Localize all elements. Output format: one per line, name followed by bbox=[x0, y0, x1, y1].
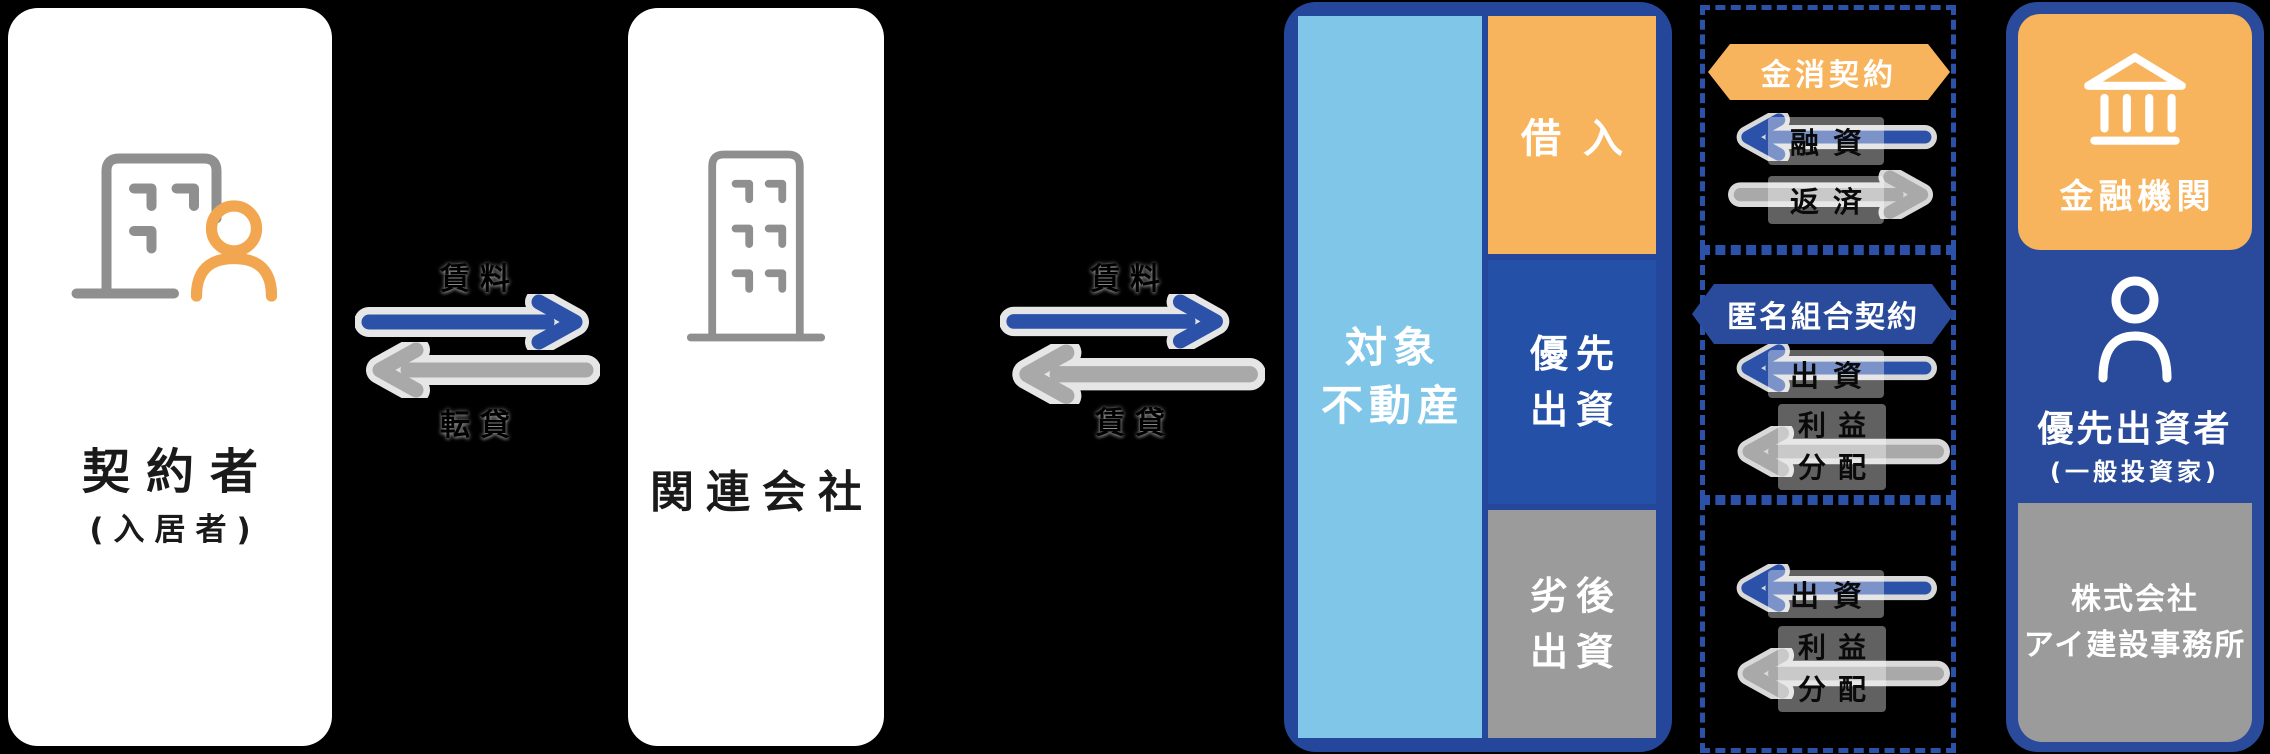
senior-equity-line2: 出資 bbox=[1529, 388, 1622, 432]
sublease-label: 転貸 bbox=[440, 408, 520, 443]
investor-person-icon bbox=[2098, 276, 2172, 383]
loan-contract-badge-label: 金消契約 bbox=[1761, 58, 1897, 93]
lease-label: 賃貸 bbox=[1095, 406, 1175, 441]
tk-contract-badge: 匿名組合契約 bbox=[1692, 284, 1954, 344]
tk-contract-badge-label: 匿名組合契約 bbox=[1727, 300, 1919, 335]
sublease-arrow-left-1 bbox=[366, 342, 600, 398]
target-property-line2: 不動産 bbox=[1320, 381, 1465, 430]
invest-arrow-left-1 bbox=[1736, 344, 1937, 393]
investor-note: (一般投資家) bbox=[2050, 458, 2220, 486]
building-icon bbox=[686, 150, 826, 342]
profit-arrow-left-1 bbox=[1737, 426, 1950, 478]
rent-arrow-right-1 bbox=[355, 294, 589, 350]
senior-equity-line1: 優先 bbox=[1529, 332, 1622, 376]
junior-equity-line2: 出資 bbox=[1529, 630, 1622, 674]
bank-section: 金融機関 bbox=[2018, 14, 2252, 250]
rent-arrow-right-2 bbox=[1000, 294, 1230, 349]
target-property-cell: 対象 不動産 bbox=[1298, 16, 1482, 738]
investors-card: 金融機関 優先出資者 (一般投資家) 株式会社 アイ建設事務所 bbox=[2006, 2, 2264, 752]
company-line1: 株式会社 bbox=[2071, 581, 2199, 617]
target-property-line1: 対象 bbox=[1344, 323, 1441, 372]
door-person-icon bbox=[71, 153, 278, 302]
junior-contract-dashed-box bbox=[1700, 500, 1956, 753]
loan-contract-dashed-box bbox=[1700, 5, 1956, 250]
rent-label-2: 賃料 bbox=[1090, 262, 1170, 297]
related-company-card: 関連会社 bbox=[628, 8, 884, 746]
profit-label-2-line1: 利益 bbox=[1798, 631, 1879, 664]
junior-equity-cell: 劣後 出資 bbox=[1488, 510, 1656, 738]
junior-equity-line1: 劣後 bbox=[1529, 574, 1622, 618]
borrow-cell: 借入 bbox=[1488, 16, 1656, 254]
contractor-subtitle: (入居者) bbox=[89, 512, 261, 548]
profit-arrow-left-2 bbox=[1737, 648, 1950, 700]
investor-label: 優先出資者 bbox=[2037, 409, 2233, 450]
bank-icon bbox=[2084, 52, 2186, 145]
loan-contract-badge: 金消契約 bbox=[1708, 44, 1950, 100]
contractor-card: 契約者 (入居者) bbox=[8, 8, 332, 746]
profit-label-1-line2: 分配 bbox=[1798, 451, 1879, 484]
profit-label-1-line1: 利益 bbox=[1798, 409, 1879, 442]
borrow-label: 借入 bbox=[1521, 116, 1645, 162]
contractor-title: 契約者 bbox=[81, 444, 274, 500]
property-box: 対象 不動産 借入 優先 出資 劣後 出資 bbox=[1284, 2, 1672, 752]
loan-label: 融資 bbox=[1768, 117, 1885, 165]
invest-label-2: 出資 bbox=[1768, 570, 1885, 618]
repay-label: 返済 bbox=[1768, 176, 1885, 224]
senior-equity-cell: 優先 出資 bbox=[1488, 260, 1656, 504]
invest-arrow-left-2 bbox=[1736, 564, 1937, 613]
company-line2: アイ建設事務所 bbox=[2023, 627, 2247, 663]
company-section: 株式会社 アイ建設事務所 bbox=[2018, 503, 2252, 742]
rent-label-1: 賃料 bbox=[440, 262, 520, 297]
related-company-title: 関連会社 bbox=[650, 467, 874, 518]
loan-arrow-left bbox=[1736, 113, 1937, 162]
tk-contract-dashed-box bbox=[1700, 250, 1956, 500]
bank-label: 金融機関 bbox=[2059, 176, 2216, 217]
repay-arrow-right bbox=[1728, 170, 1934, 220]
profit-label-2-line2: 分配 bbox=[1798, 673, 1879, 706]
lease-arrow-left bbox=[1012, 344, 1265, 405]
invest-label-1: 出資 bbox=[1768, 350, 1885, 398]
